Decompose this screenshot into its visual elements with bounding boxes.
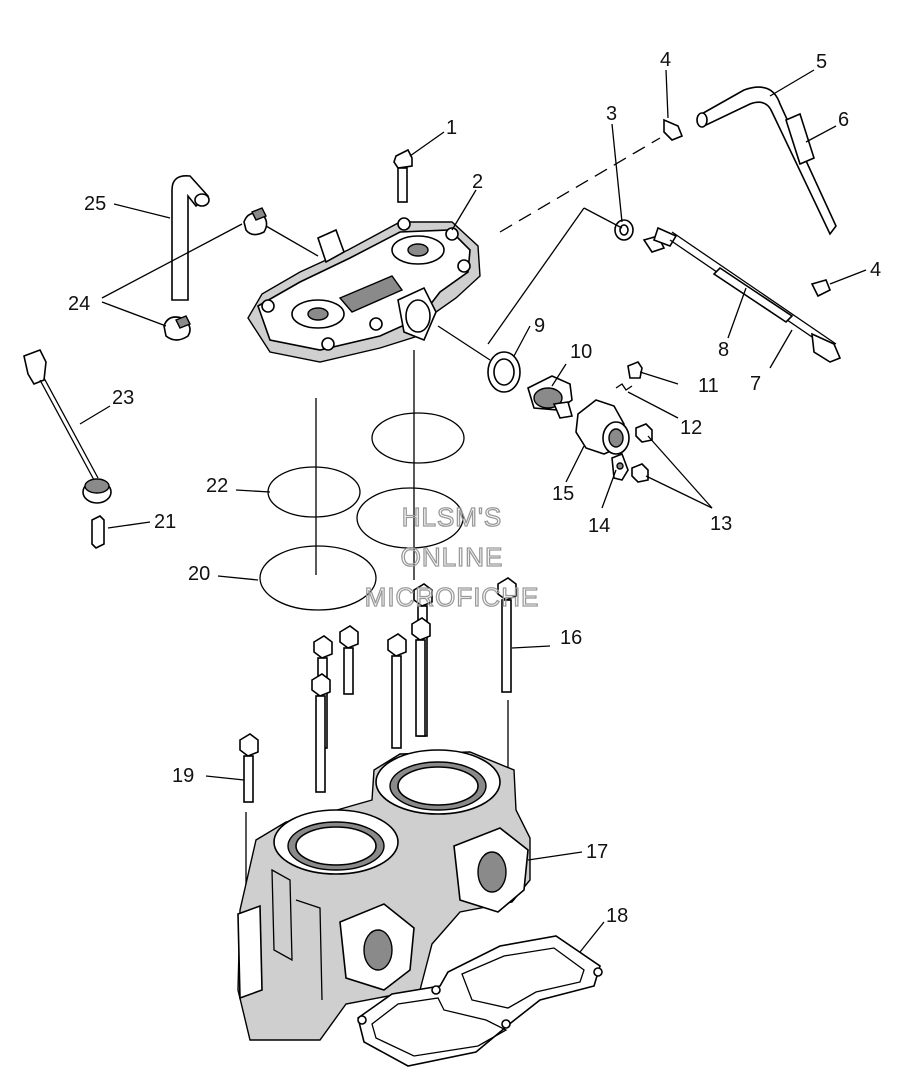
clip-lower [810, 279, 832, 298]
thermostat-housing [575, 399, 630, 455]
callout-20: 20 [188, 563, 210, 585]
callout-11: 11 [698, 375, 719, 397]
callout-17: 17 [586, 841, 608, 863]
callout-12: 12 [680, 417, 702, 439]
callout-7: 7 [750, 373, 761, 395]
hose-clamp-lower [163, 315, 191, 341]
callout-leaders [79, 69, 867, 953]
watermark-line-3: MICROFICHE [365, 582, 540, 612]
cylinder-bolts [239, 577, 517, 803]
hose-clamp-upper [243, 207, 268, 236]
callout-2: 2 [472, 171, 483, 193]
callout-4-lower: 4 [870, 259, 881, 281]
callout-5: 5 [816, 51, 827, 73]
callout-4-upper: 4 [660, 49, 671, 71]
callout-23: 23 [112, 387, 134, 409]
thermostat-gasket [487, 351, 521, 393]
cable-assembly [642, 226, 842, 363]
watermark-line-1: HLSM'S [402, 502, 503, 532]
callout-18: 18 [606, 905, 628, 927]
callout-14: 14 [588, 515, 610, 537]
watermark-line-2: ONLINE [401, 542, 504, 572]
callout-6: 6 [838, 109, 849, 131]
cylinder-block [237, 749, 531, 1041]
callout-19: 19 [172, 765, 194, 787]
callout-15: 15 [552, 483, 574, 505]
coolant-hose [171, 174, 210, 301]
sensor-bolt [91, 515, 105, 549]
cylinder-head [247, 217, 481, 363]
callout-1: 1 [446, 117, 457, 139]
callout-labels: 1 2 3 4 4 5 6 7 8 9 10 11 12 13 14 15 16… [68, 49, 881, 927]
vent-tube [696, 86, 837, 236]
callout-13: 13 [710, 513, 732, 535]
reference-lines [245, 137, 661, 950]
callout-22: 22 [206, 475, 228, 497]
callout-25: 25 [84, 193, 106, 215]
small-screw [627, 361, 643, 379]
callout-3: 3 [606, 103, 617, 125]
callout-8: 8 [718, 339, 729, 361]
callout-9: 9 [534, 315, 545, 337]
callout-24: 24 [68, 293, 90, 315]
housing-bolts [631, 423, 653, 483]
base-gasket [357, 935, 603, 1067]
spring-clip [615, 383, 633, 391]
head-bolt [393, 148, 413, 203]
thermostat [527, 375, 574, 419]
watermark: HLSM'S ONLINE MICROFICHE [364, 501, 540, 612]
callout-10: 10 [570, 341, 592, 363]
washer [614, 219, 634, 241]
clip-upper [663, 118, 684, 141]
temperature-sensor [23, 348, 112, 504]
callout-16: 16 [560, 627, 582, 649]
callout-21: 21 [154, 511, 176, 533]
